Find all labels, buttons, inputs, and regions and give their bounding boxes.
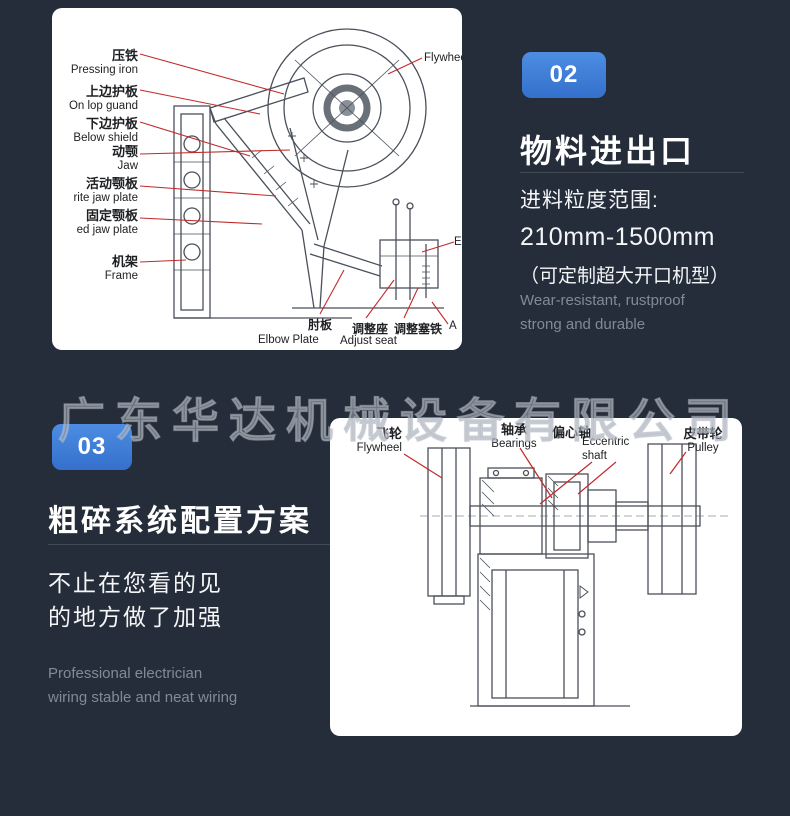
section-03-body: 不止在您看的见 的地方做了加强 <box>48 566 223 634</box>
leader-lines <box>403 447 687 505</box>
jaw-crusher-diagram-card: 压铁 Pressing iron 上边护板 On lop guand 下边护板 … <box>52 8 462 350</box>
label-below-shield: 下边护板 Below shield <box>52 116 138 146</box>
label-upper-guard-en: On lop guand <box>68 100 138 112</box>
label-movable-jaw-plate: 活动颚板 rite jaw plate <box>52 176 138 206</box>
label-upper-guard: 上边护板 On lop guand <box>52 84 138 114</box>
label-pressing-iron-en: Pressing iron <box>70 64 138 76</box>
label-frame-zh: 机架 <box>111 254 138 269</box>
label-pressing-iron-zh: 压铁 <box>111 48 138 63</box>
label-elbow-plate-zh: 肘板 <box>308 318 333 332</box>
label-eccentric-shaft-en: Eccentric shaft <box>582 436 630 462</box>
label-fixed-jaw-plate-zh: 固定颚板 <box>85 208 138 223</box>
label-flywheel: Flywheel <box>424 52 462 64</box>
label-flywheel-2-zh: 飞轮 <box>375 426 402 441</box>
label-upper-guard-zh: 上边护板 <box>85 84 138 99</box>
label-flywheel-2: 飞轮 Flywheel <box>338 426 402 456</box>
feed-size-range: 210mm-1500mm <box>520 223 715 251</box>
section-02-en-note-line2: strong and durable <box>520 316 646 333</box>
leader-lines <box>139 53 455 325</box>
section-03-en-note: Professional electrician wiring stable a… <box>48 662 237 710</box>
label-jaw-zh: 动颚 <box>111 144 138 159</box>
section-02-divider <box>520 172 744 173</box>
section-02-en-note-line1: Wear-resistant, rustproof <box>520 292 685 309</box>
section-03-title: 粗碎系统配置方案 <box>48 505 312 538</box>
shaft-assembly-line-drawing <box>403 443 730 707</box>
label-jaw: 动颚 Jaw <box>52 144 138 174</box>
feed-size-label: 进料粒度范围: <box>520 189 659 212</box>
label-adjust-plug-zh: 调整塞铁 <box>394 322 443 336</box>
jaw-crusher-line-drawing <box>139 28 455 325</box>
label-pulley-en: Pulley <box>687 442 719 454</box>
section-badge-03-number: 03 <box>77 433 107 460</box>
section-badge-03: 03 <box>52 424 132 470</box>
label-eccentric-shaft-zh: 偏心轴 <box>552 425 592 440</box>
label-clipped-right: A <box>449 320 457 332</box>
label-pressing-iron: 压铁 Pressing iron <box>52 48 138 78</box>
label-jaw-en: Jaw <box>117 160 138 172</box>
shaft-assembly-diagram-card: 飞轮 Flywheel 轴承 Bearings 偏心轴 Eccentric sh… <box>330 418 742 736</box>
label-movable-jaw-plate-en: rite jaw plate <box>73 192 138 204</box>
label-fixed-jaw-plate: 固定颚板 ed jaw plate <box>52 208 138 238</box>
label-fixed-jaw-plate-en: ed jaw plate <box>76 224 138 236</box>
section-badge-02: 02 <box>522 52 606 98</box>
label-adjust-seat-en: Adjust seat <box>340 335 397 347</box>
section-03-en-note-line1: Professional electrician <box>48 665 203 682</box>
section-03-body-line2: 的地方做了加强 <box>48 604 223 630</box>
custom-model-note: （可定制超大开口机型） <box>520 266 730 287</box>
section-03-en-note-line2: wiring stable and neat wiring <box>48 689 238 706</box>
label-below-shield-zh: 下边护板 <box>85 116 138 131</box>
section-02-title: 物料进出口 <box>520 133 696 169</box>
section-03-body-line1: 不止在您看的见 <box>48 570 223 596</box>
label-elbow-plate-en: Elbow Plate <box>258 334 319 346</box>
label-bearings-en: Bearings <box>491 438 537 450</box>
section-03-divider <box>48 544 332 545</box>
section-02-en-note: Wear-resistant, rustproof strong and dur… <box>520 289 685 337</box>
label-movable-jaw-plate-zh: 活动颚板 <box>85 176 138 191</box>
label-pulley-zh: 皮带轮 <box>683 426 723 441</box>
label-frame-en: Frame <box>104 270 138 282</box>
section-02-body: 进料粒度范围: 210mm-1500mm （可定制超大开口机型） <box>520 184 729 288</box>
label-bearings-zh: 轴承 <box>500 422 527 437</box>
label-frame: 机架 Frame <box>52 254 138 284</box>
label-clipped-edge: E <box>454 236 462 248</box>
label-flywheel-2-en: Flywheel <box>356 442 402 454</box>
label-bearings: 轴承 Bearings <box>480 422 548 452</box>
label-adjust-seat-zh: 调整座 <box>352 322 389 336</box>
label-below-shield-en: Below shield <box>73 132 138 144</box>
section-badge-02-number: 02 <box>549 61 579 88</box>
label-pulley: 皮带轮 Pulley <box>672 426 734 456</box>
